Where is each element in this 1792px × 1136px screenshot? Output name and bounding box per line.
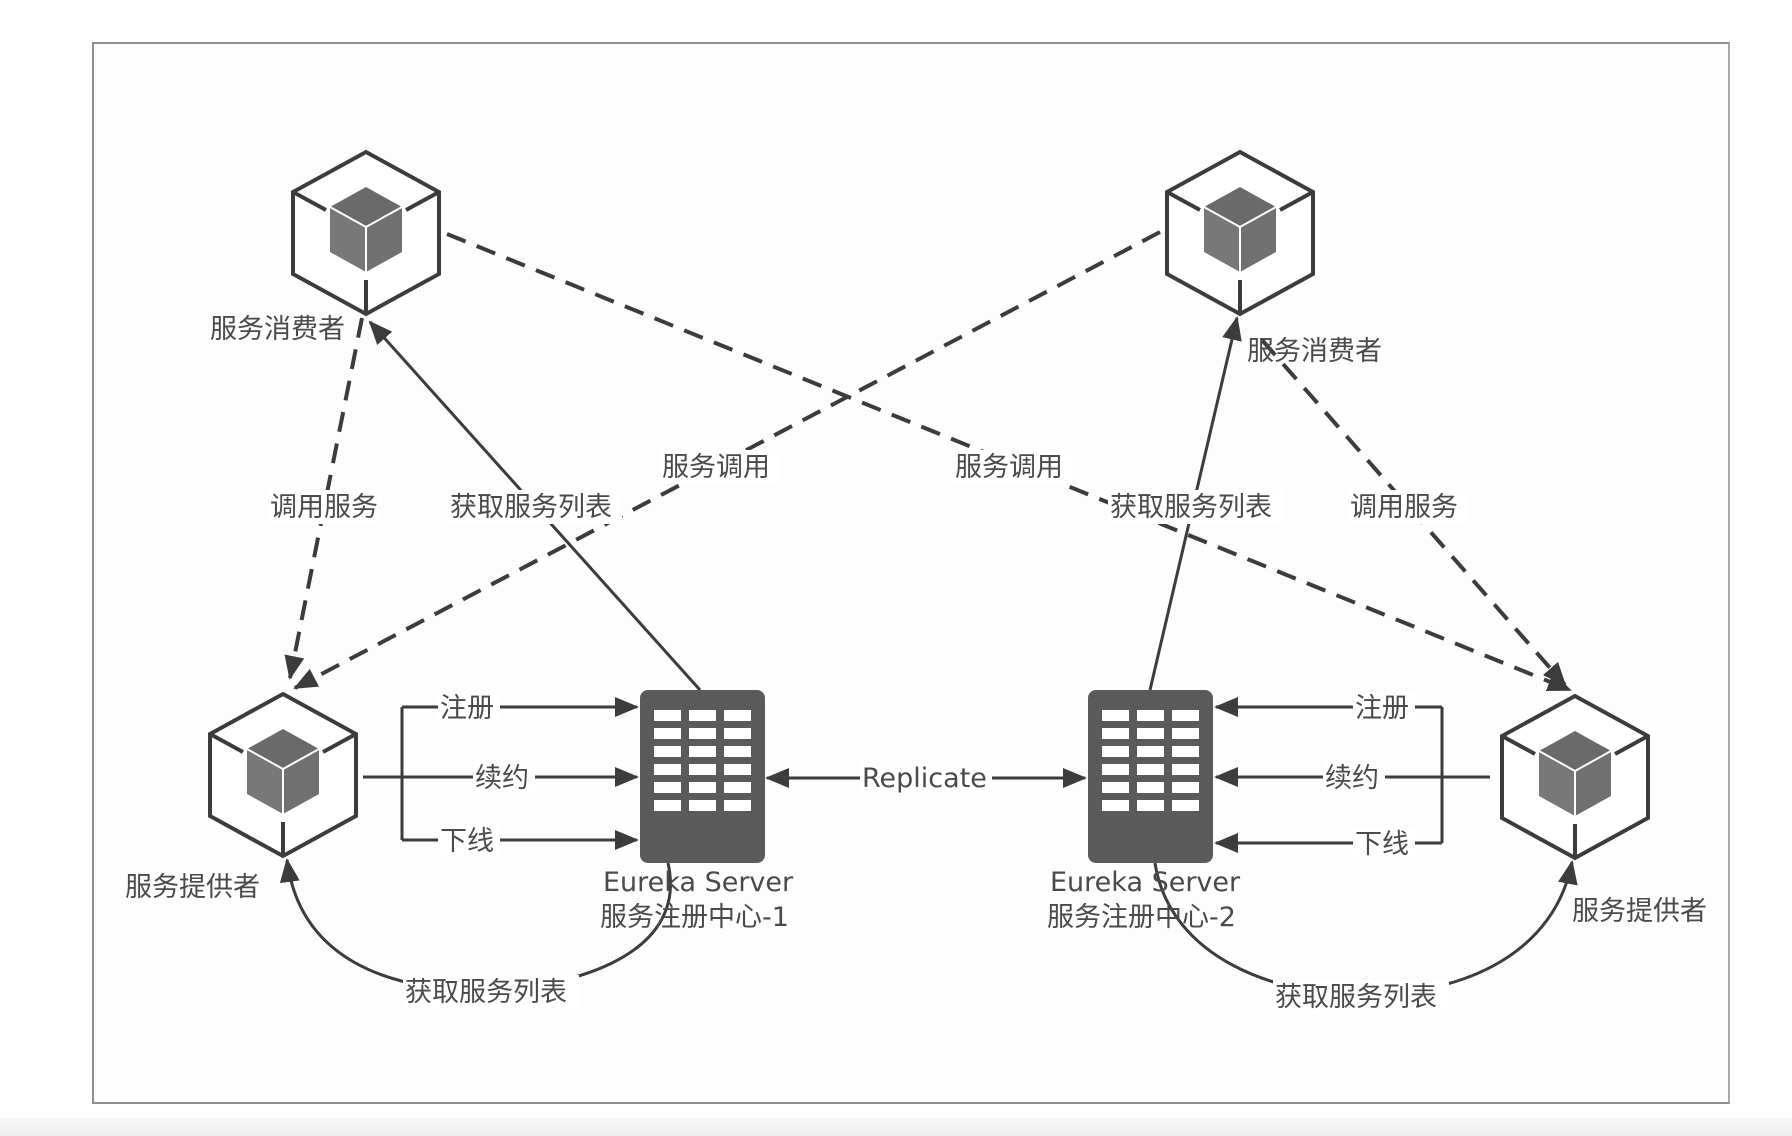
label-service-call-left: 服务调用 xyxy=(662,452,770,483)
server-rack-icon-1[interactable] xyxy=(640,690,765,863)
label-invoke-service-right: 调用服务 xyxy=(1350,492,1458,523)
cube-icon-consumer-right[interactable] xyxy=(1165,150,1315,316)
cube-icon-provider-right[interactable] xyxy=(1500,694,1650,860)
label-cancel-left: 下线 xyxy=(440,826,494,857)
server-1-subtitle: 服务注册中心-1 xyxy=(600,902,789,933)
cube-icon-provider-left[interactable] xyxy=(208,692,358,858)
label-cancel-right: 下线 xyxy=(1355,829,1409,860)
server-1-name: Eureka Server xyxy=(603,867,794,898)
provider-right-label: 服务提供者 xyxy=(1572,896,1707,927)
consumer-left-label: 服务消费者 xyxy=(210,314,345,345)
server-2-subtitle: 服务注册中心-2 xyxy=(1047,902,1236,933)
bracket-left xyxy=(363,707,404,840)
server-2-name: Eureka Server xyxy=(1050,867,1241,898)
label-fetch-list-bottom-right: 获取服务列表 xyxy=(1275,982,1437,1013)
cube-icon-consumer-left[interactable] xyxy=(291,150,441,316)
label-replicate: Replicate xyxy=(862,763,987,794)
server-rack-icon-2[interactable] xyxy=(1088,690,1213,863)
label-invoke-service-left: 调用服务 xyxy=(270,492,378,523)
label-renew-left: 续约 xyxy=(475,763,529,794)
bottom-band xyxy=(0,1118,1792,1136)
label-fetch-list-right: 获取服务列表 xyxy=(1110,492,1272,523)
provider-left-label: 服务提供者 xyxy=(125,872,260,903)
label-fetch-list-bottom-left: 获取服务列表 xyxy=(405,977,567,1008)
consumer-right-label: 服务消费者 xyxy=(1247,336,1382,367)
label-register-right: 注册 xyxy=(1355,693,1409,724)
bracket-right xyxy=(1440,707,1490,843)
label-service-call-right: 服务调用 xyxy=(955,452,1063,483)
edge-consumer-left-to-provider-left xyxy=(284,317,364,680)
label-renew-right: 续约 xyxy=(1325,763,1379,794)
label-fetch-list-left: 获取服务列表 xyxy=(450,492,612,523)
label-register-left: 注册 xyxy=(440,693,494,724)
edge-consumer-left-to-provider-right xyxy=(446,232,1572,692)
